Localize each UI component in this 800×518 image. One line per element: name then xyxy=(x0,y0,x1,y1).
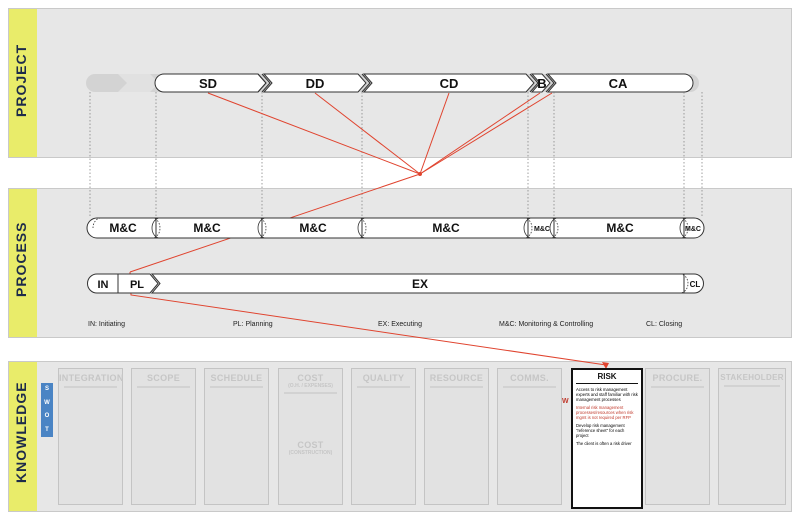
mc-row xyxy=(86,217,705,239)
knowledge-scope-title: SCOPE xyxy=(146,373,180,383)
knowledge-stakeholder[interactable]: STAKEHOLDER xyxy=(718,368,786,505)
divider xyxy=(210,386,263,388)
step-ex[interactable] xyxy=(150,273,685,294)
knowledge-integration-title: INTEGRATION xyxy=(59,373,124,383)
swot-t[interactable]: T xyxy=(45,426,49,433)
phase-sd-chevron xyxy=(257,73,271,93)
legend-executing: EX: Executing xyxy=(378,321,422,328)
divider xyxy=(64,386,117,388)
step-cl-label: CL xyxy=(690,280,701,289)
divider xyxy=(357,386,410,388)
phase-b-label: B xyxy=(537,76,546,91)
knowledge-scope[interactable]: SCOPE xyxy=(131,368,196,505)
mc-cycle-solid xyxy=(151,217,689,239)
legend-monitoring: M&C: Monitoring & Controlling xyxy=(499,321,594,328)
project-band-tab xyxy=(9,9,37,157)
knowledge-cost2-subtitle: (CONSTRUCTION) xyxy=(288,450,333,456)
divider xyxy=(576,383,638,384)
legend-planning: PL: Planning xyxy=(233,321,273,328)
knowledge-cost2-title: COST xyxy=(297,440,324,450)
knowledge-risk-title: RISK xyxy=(597,372,617,381)
mc-label-3: M&C xyxy=(299,221,327,235)
phase-dd-label: DD xyxy=(306,76,325,91)
divider xyxy=(651,386,704,388)
swot-w[interactable]: W xyxy=(44,399,50,406)
step-pl[interactable] xyxy=(117,273,159,294)
step-ex-label: EX xyxy=(412,277,428,291)
phase-cd-chevron xyxy=(529,73,539,93)
phase-dd[interactable] xyxy=(262,73,367,93)
mc-label-5: M&C xyxy=(534,226,550,233)
risk-swot-marker: W xyxy=(562,398,569,405)
risk-item-3: Develop risk management "reference sheet… xyxy=(576,423,625,438)
divider xyxy=(137,386,190,388)
knowledge-risk[interactable]: RISK Access to risk management experts a… xyxy=(571,368,643,509)
phase-b[interactable] xyxy=(530,73,551,93)
risk-hub-dot xyxy=(418,172,422,176)
swot-s[interactable]: S xyxy=(44,386,49,392)
step-ex-end-arc xyxy=(679,273,689,294)
divider xyxy=(503,386,556,388)
risk-item-4: The client is often a risk driver xyxy=(576,441,632,446)
knowledge-band-tab xyxy=(9,362,37,511)
legend-initiating: IN: Initiating xyxy=(88,321,125,328)
process-band xyxy=(8,188,792,338)
mc-label-2: M&C xyxy=(193,221,221,235)
risk-connector-arrowhead xyxy=(602,362,609,369)
mc-segment-7 xyxy=(683,217,705,239)
divider xyxy=(284,392,337,394)
knowledge-comms[interactable]: COMMS. xyxy=(497,368,562,505)
phase-b-chevron xyxy=(545,73,555,93)
phase-guides xyxy=(89,92,703,218)
phase-sd-label: SD xyxy=(199,76,217,91)
swot-o[interactable]: O xyxy=(44,413,50,419)
divider xyxy=(430,386,483,388)
phase-cd-label: CD xyxy=(440,76,459,91)
process-band-tab xyxy=(9,189,37,337)
legend-closing: CL: Closing xyxy=(646,321,683,328)
knowledge-quality-title: QUALITY xyxy=(362,373,405,383)
project-lead-chevron xyxy=(118,74,159,92)
knowledge-cost[interactable]: COST (O.H. / EXPENSES) COST (CONSTRUCTIO… xyxy=(278,368,343,505)
mc-label-4: M&C xyxy=(432,221,460,235)
knowledge-comms-title: COMMS. xyxy=(510,373,549,383)
knowledge-resource[interactable]: RESOURCE xyxy=(424,368,489,505)
step-pl-label: PL xyxy=(130,279,144,291)
step-in-label: IN xyxy=(98,279,109,291)
risk-item-1: Access to risk management experts and st… xyxy=(576,387,638,402)
phase-cd[interactable] xyxy=(362,73,535,93)
divider xyxy=(724,385,780,387)
swot-strip: S W O T xyxy=(41,383,53,437)
mc-segment-1 xyxy=(86,217,157,239)
knowledge-cost-title: COST xyxy=(297,373,324,383)
knowledge-cost-subtitle: (O.H. / EXPENSES) xyxy=(288,383,333,389)
step-in[interactable] xyxy=(87,273,119,294)
knowledge-schedule-title: SCHEDULE xyxy=(210,373,263,383)
mc-label-1: M&C xyxy=(109,221,137,235)
mc-cycle-arcs xyxy=(92,217,689,239)
knowledge-stakeholder-title: STAKEHOLDER xyxy=(720,373,784,382)
risk-item-2: Internal risk management processes/resou… xyxy=(576,405,634,420)
step-cl[interactable] xyxy=(683,273,704,294)
knowledge-quality[interactable]: QUALITY xyxy=(351,368,416,505)
knowledge-schedule[interactable]: SCHEDULE xyxy=(204,368,269,505)
knowledge-procure[interactable]: PROCURE. xyxy=(645,368,710,505)
knowledge-resource-title: RESOURCE xyxy=(429,373,484,383)
mc-label-7: M&C xyxy=(685,226,701,233)
knowledge-procure-title: PROCURE. xyxy=(652,373,703,383)
phase-ca-label: CA xyxy=(609,76,628,91)
knowledge-integration[interactable]: INTEGRATION xyxy=(58,368,123,505)
phase-dd-chevron xyxy=(361,73,371,93)
mc-label-6: M&C xyxy=(606,221,634,235)
